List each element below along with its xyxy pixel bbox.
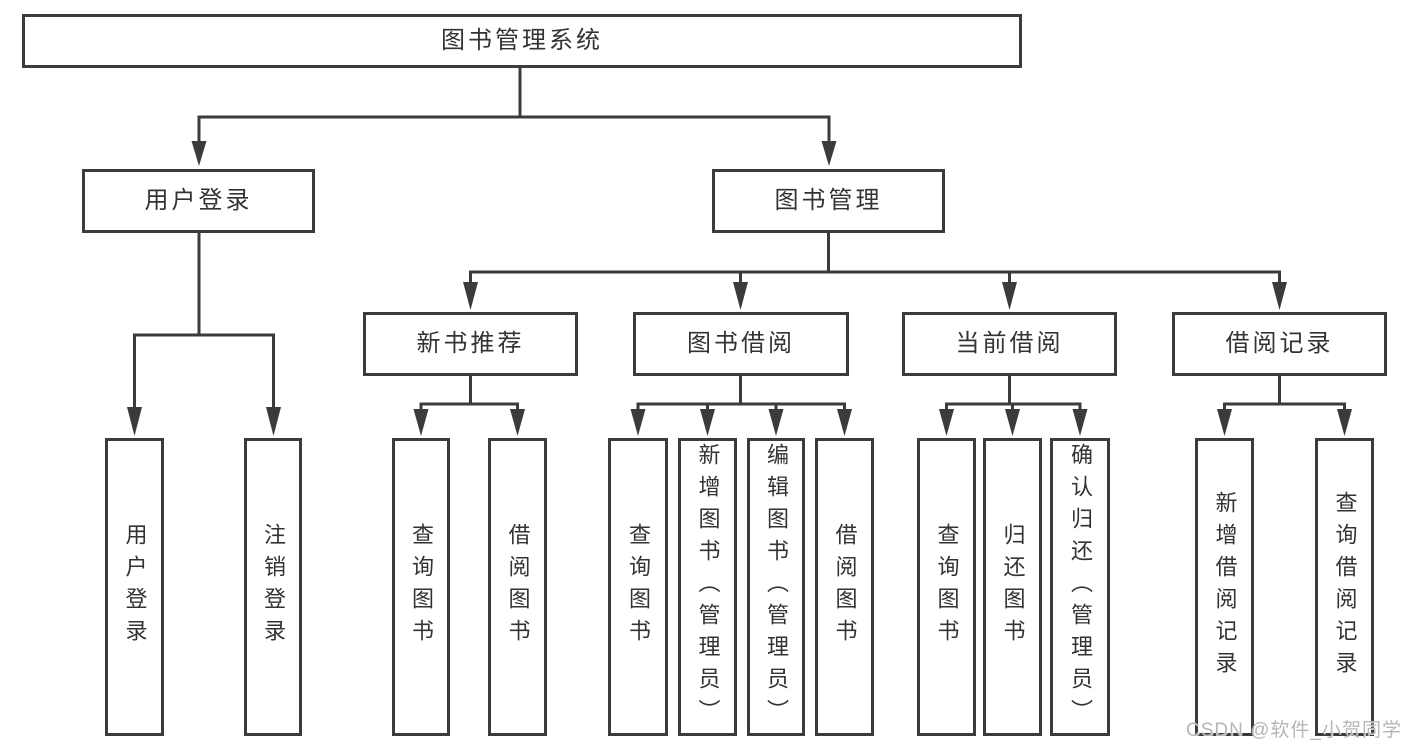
- arrow-down-icon: [768, 404, 784, 436]
- node-label: 用户登录: [122, 523, 148, 651]
- node-book-management-branch: 图书管理: [712, 169, 945, 233]
- node-label: 当前借阅: [955, 330, 1064, 357]
- node-current-borrowing: 当前借阅: [902, 312, 1117, 376]
- node-label: 查询图书: [626, 523, 651, 651]
- leaf-user-login: 用户登录: [105, 438, 164, 736]
- node-label: 图书管理系统: [441, 27, 603, 54]
- arrow-down-icon: [1272, 272, 1287, 310]
- arrow-down-icon: [266, 335, 281, 436]
- arrow-down-icon: [127, 335, 142, 436]
- arrow-down-icon: [1337, 404, 1352, 436]
- node-new-book-recommend: 新书推荐: [363, 312, 578, 376]
- leaf-borrow-query-books: 查询图书: [608, 438, 668, 736]
- node-label: 归还图书: [1000, 523, 1026, 651]
- arrow-down-icon: [413, 404, 429, 436]
- node-borrowing-records: 借阅记录: [1172, 312, 1387, 376]
- leaf-newbook-query-books: 查询图书: [392, 438, 450, 736]
- leaf-current-return-books: 归还图书: [983, 438, 1042, 736]
- arrow-down-icon: [939, 404, 954, 436]
- csdn-watermark: CSDN @软件_小贺同学: [1186, 720, 1402, 741]
- leaf-borrow-add-books-admin: 新增图书（管理员）: [678, 438, 737, 736]
- node-label: 借阅记录: [1225, 330, 1334, 357]
- node-label: 新增图书（管理员）: [695, 443, 721, 731]
- leaf-current-confirm-return-admin: 确认归还（管理员）: [1050, 438, 1110, 736]
- arrow-down-icon: [1002, 272, 1017, 310]
- node-user-login-branch: 用户登录: [82, 169, 315, 233]
- arrow-down-icon: [463, 272, 478, 310]
- arrow-down-icon: [510, 404, 525, 436]
- node-label: 查询图书: [409, 523, 434, 651]
- arrow-down-icon: [837, 404, 852, 436]
- leaf-current-query-books: 查询图书: [917, 438, 976, 736]
- node-label: 查询图书: [934, 523, 960, 651]
- arrow-down-icon: [1072, 404, 1088, 436]
- leaf-newbook-borrow-books: 借阅图书: [488, 438, 547, 736]
- arrow-down-icon: [1005, 404, 1020, 436]
- node-label: 注销登录: [261, 523, 286, 651]
- node-label: 用户登录: [144, 187, 253, 214]
- arrow-down-icon: [733, 272, 748, 310]
- arrow-down-icon: [630, 404, 646, 436]
- node-library-management-system: 图书管理系统: [22, 14, 1022, 68]
- leaf-records-add-record: 新增借阅记录: [1195, 438, 1254, 736]
- node-label: 借阅图书: [832, 523, 858, 651]
- leaf-logout: 注销登录: [244, 438, 302, 736]
- leaf-records-query-record: 查询借阅记录: [1315, 438, 1374, 736]
- node-label: 编辑图书（管理员）: [764, 443, 789, 731]
- arrow-down-icon: [821, 117, 837, 166]
- arrow-down-icon: [191, 117, 207, 166]
- node-label: 借阅图书: [505, 523, 531, 651]
- node-label: 确认归还（管理员）: [1068, 443, 1093, 731]
- node-label: 图书管理: [774, 187, 883, 214]
- node-label: 图书借阅: [687, 330, 795, 357]
- node-label: 新增借阅记录: [1212, 491, 1238, 683]
- leaf-borrow-edit-books-admin: 编辑图书（管理员）: [747, 438, 805, 736]
- arrow-down-icon: [700, 404, 715, 436]
- node-label: 新书推荐: [416, 330, 525, 357]
- leaf-borrow-borrow-books: 借阅图书: [815, 438, 874, 736]
- node-book-borrowing: 图书借阅: [633, 312, 849, 376]
- arrow-down-icon: [1217, 404, 1232, 436]
- node-label: 查询借阅记录: [1332, 491, 1358, 683]
